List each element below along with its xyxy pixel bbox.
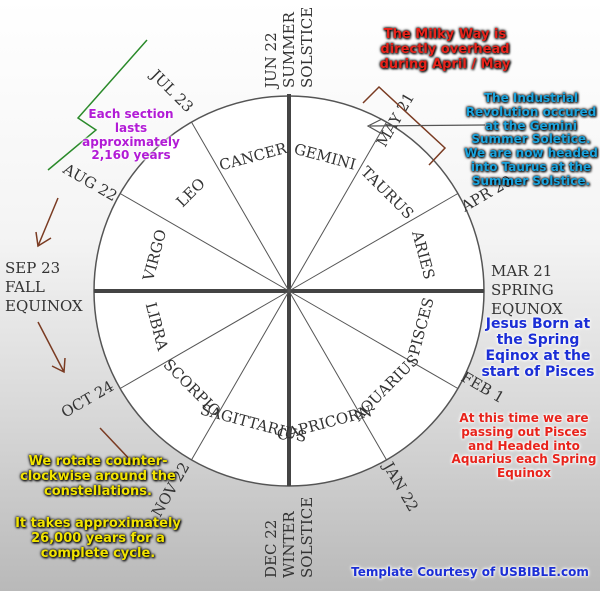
winter-solstice-line-1: DEC 22 [262, 520, 280, 578]
rotate-note: We rotate counter-clockwise around the c… [20, 454, 176, 499]
jesus-born-note: Jesus Born at the Spring Eqinox at the s… [481, 316, 595, 381]
milky-way-note: The Milky Way is directly overhead durin… [379, 27, 511, 72]
fall-equinox-label: SEP 23 FALL EQUINOX [5, 259, 83, 315]
spring-equinox-line-3: EQUNOX [491, 300, 563, 318]
divider-line-7 [119, 193, 290, 292]
section-bracket [47, 39, 148, 171]
divider-line-1 [288, 121, 387, 292]
cycle-note: It takes approximately 26,000 years for … [15, 516, 181, 561]
divider-line-3 [288, 290, 459, 389]
date-jan: JAN 22 [379, 457, 423, 514]
divider-line-8 [191, 121, 290, 292]
rotation-arrow-3 [99, 427, 136, 466]
industrial-revolution-note: The Industrial Revolution occured at the… [464, 91, 598, 188]
date-oct: OCT 24 [58, 377, 117, 421]
section-dividers [119, 121, 459, 461]
rotation-arrow-2-head [51, 357, 66, 374]
spring-equinox-line-1: MAR 21 [491, 262, 552, 280]
fall-equinox-line-3: EQUINOX [5, 297, 83, 315]
divider-line-5 [191, 290, 290, 461]
winter-solstice-label: DEC 22 WINTER SOLSTICE [262, 497, 316, 578]
winter-solstice-line-3: SOLSTICE [298, 497, 316, 578]
rotation-arrow-2 [37, 321, 65, 373]
rotation-arrow-1 [37, 197, 59, 247]
fall-equinox-line-1: SEP 23 [5, 259, 60, 277]
summer-solstice-label: JUN 22 SUMMER SOLSTICE [262, 7, 316, 90]
summer-solstice-line-1: JUN 22 [262, 32, 280, 90]
divider-line-6 [119, 290, 290, 389]
divider-line-4 [288, 290, 387, 461]
rotation-arrow-1-head [35, 231, 52, 248]
credit-link[interactable]: Template Courtesy of USBIBLE.com [351, 565, 589, 579]
milky-way-bracket [362, 85, 447, 166]
spring-equinox-line-2: SPRING [491, 281, 554, 299]
summer-solstice-line-3: SOLSTICE [298, 7, 316, 88]
section-note: Each section lasts approximately 2,160 y… [82, 107, 180, 163]
spring-equinox-label: MAR 21 SPRING EQUNOX [491, 262, 563, 318]
passing-note: At this time we are passing out Pisces a… [451, 411, 597, 481]
rotation-arrows [35, 197, 136, 466]
fall-equinox-line-2: FALL [5, 278, 45, 296]
winter-solstice-line-2: WINTER [280, 511, 298, 578]
industrial-arrow [366, 118, 486, 135]
divider-line-2 [288, 193, 459, 292]
date-aug: AUG 22 [59, 159, 120, 205]
summer-solstice-line-2: SUMMER [280, 11, 298, 88]
